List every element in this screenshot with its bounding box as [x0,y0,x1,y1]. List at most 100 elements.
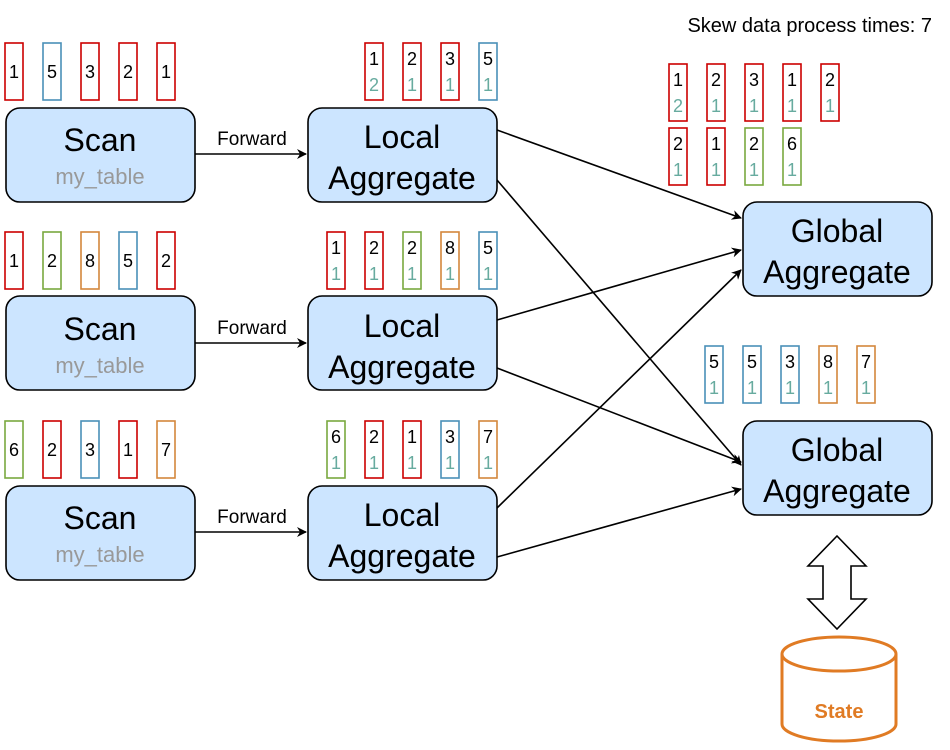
record-count: 1 [785,378,795,398]
record-card-border [744,127,764,186]
state-exchange-double-arrow [806,534,868,631]
record-card-border [364,42,384,101]
edge-local1-global2 [496,179,742,466]
record-key: 1 [161,62,171,82]
record-count: 1 [787,96,797,116]
aggregated-record-card: 21 [402,42,422,101]
scan-node-title: Scan [64,122,137,158]
record-card: 5 [118,231,138,290]
record-key: 3 [445,49,455,69]
record-key: 2 [673,134,683,154]
aggregated-record-card: 11 [782,63,802,122]
state-cylinder-top [780,635,898,673]
aggregated-record-card: 71 [478,420,498,479]
scan-node-box [5,485,196,581]
record-card: 2 [118,42,138,101]
record-count: 1 [709,378,719,398]
record-card: 1 [4,42,24,101]
record-card-border [364,231,384,290]
record-count: 1 [861,378,871,398]
state-cylinder-body [780,654,898,743]
record-key: 2 [47,251,57,271]
record-count: 1 [331,453,341,473]
record-key: 1 [123,440,133,460]
record-card-border [118,231,138,290]
record-key: 1 [711,134,721,154]
record-card: 3 [80,42,100,101]
record-count: 1 [483,264,493,284]
record-count: 1 [823,378,833,398]
record-key: 2 [407,238,417,258]
record-card-border [742,345,762,404]
record-card-border [4,420,24,479]
local-aggregate-title-line1: Local [364,308,441,344]
record-key: 2 [749,134,759,154]
aggregated-record-card: 21 [364,420,384,479]
record-count: 1 [787,160,797,180]
record-card-border [440,42,460,101]
aggregated-record-card: 51 [478,231,498,290]
record-card-border [156,420,176,479]
record-card: 5 [42,42,62,101]
global-aggregate-title-line1: Global [791,432,884,468]
record-key: 2 [123,62,133,82]
local-aggregate-box [307,485,498,581]
record-card-border [42,231,62,290]
record-key: 5 [747,352,757,372]
record-card-border [818,345,838,404]
record-count: 1 [369,264,379,284]
scan-node-1: Scan my_table [5,107,196,203]
record-key: 8 [445,238,455,258]
record-key: 3 [445,427,455,447]
record-card-border [668,127,688,186]
aggregated-record-card: 11 [706,127,726,186]
record-key: 3 [85,440,95,460]
record-key: 5 [47,62,57,82]
record-card: 3 [80,420,100,479]
record-count: 1 [749,96,759,116]
record-card-border [80,42,100,101]
record-key: 2 [161,251,171,271]
state-label: State [815,701,864,723]
record-count: 1 [711,96,721,116]
aggregated-record-card: 21 [668,127,688,186]
record-key: 3 [785,352,795,372]
record-key: 2 [369,238,379,258]
edge-local2-global2 [496,367,742,464]
record-card-border [706,127,726,186]
aggregated-record-card: 61 [326,420,346,479]
scan-node-2: Scan my_table [5,295,196,391]
scan-node-table-name: my_table [55,542,144,567]
scan-node-table-name: my_table [55,164,144,189]
record-card-border [706,63,726,122]
aggregated-record-card: 71 [856,345,876,404]
record-card: 1 [156,42,176,101]
local-aggregate-box [307,295,498,391]
aggregated-record-card: 21 [744,127,764,186]
record-key: 7 [483,427,493,447]
aggregated-record-card: 31 [744,63,764,122]
scan-node-box [5,295,196,391]
record-key: 7 [161,440,171,460]
record-card-border [856,345,876,404]
scan-node-title: Scan [64,500,137,536]
record-count: 1 [747,378,757,398]
record-card-border [744,63,764,122]
record-key: 5 [709,352,719,372]
scan-node-3: Scan my_table [5,485,196,581]
record-card-border [704,345,724,404]
record-key: 2 [407,49,417,69]
record-card-border [326,420,346,479]
state-store-cylinder: State [780,635,898,743]
record-card-border [4,42,24,101]
record-card-border [42,420,62,479]
aggregated-record-card: 21 [364,231,384,290]
record-card-border [780,345,800,404]
record-count: 1 [673,160,683,180]
record-card-border [4,231,24,290]
local-aggregate-title-line2: Aggregate [328,160,476,196]
record-card-border [118,420,138,479]
scan-node-box [5,107,196,203]
record-key: 8 [823,352,833,372]
